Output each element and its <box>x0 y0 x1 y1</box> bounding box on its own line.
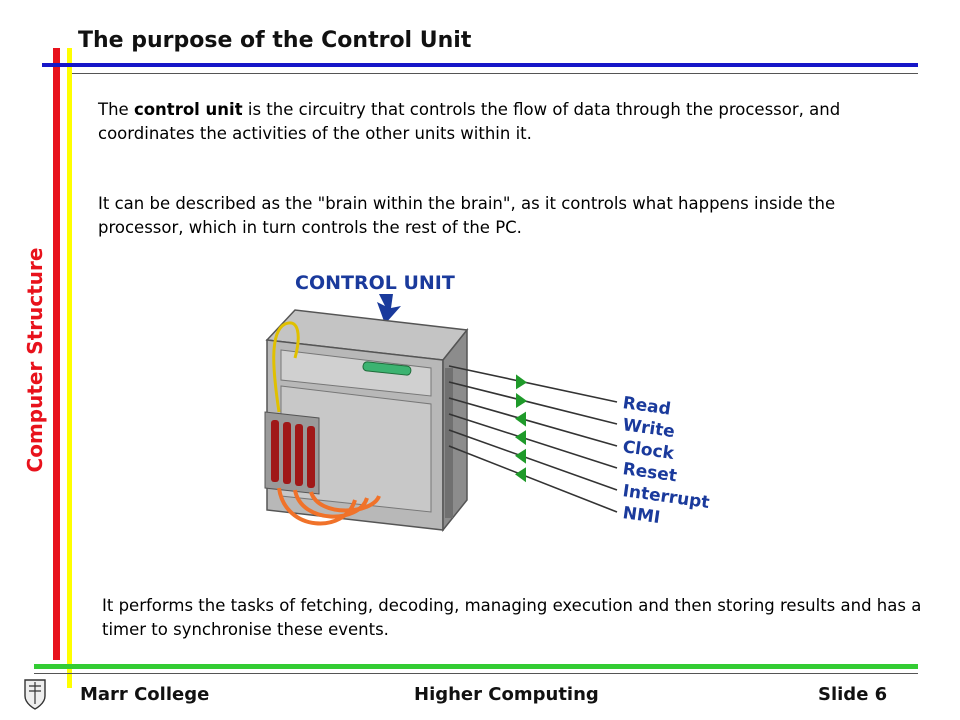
control-unit-diagram: CONTROL UNIT ReadWriteClockResetInterrup… <box>264 272 711 533</box>
signal-label: NMI <box>621 503 661 528</box>
left-yellow-bar <box>67 48 72 688</box>
indicator-light <box>362 361 412 376</box>
signal-arrow-icon <box>515 411 526 427</box>
header-thin-rule <box>72 73 918 74</box>
signal-arrow-icon <box>516 374 527 390</box>
signal-arrow-icon <box>516 393 527 408</box>
signal-line <box>448 397 618 447</box>
footer-course: Higher Computing <box>414 684 599 705</box>
header-blue-rule <box>42 63 918 67</box>
diagram-heading: CONTROL UNIT <box>295 272 455 294</box>
pointer-arrow-icon <box>377 294 401 324</box>
signal-line <box>448 445 618 513</box>
bold-term: control unit <box>133 100 243 119</box>
signal-arrow-icon <box>515 430 526 446</box>
paragraph-brain: It can be described as the "brain within… <box>98 194 836 237</box>
signal-line <box>448 429 618 491</box>
signal-arrow-icon <box>515 467 526 483</box>
paragraph-tasks: It performs the tasks of fetching, decod… <box>102 596 922 639</box>
footer-school: Marr College <box>80 684 210 705</box>
left-red-bar <box>53 48 60 660</box>
page-title: The purpose of the Control Unit <box>78 28 472 53</box>
side-section-label: Computer Structure <box>23 247 47 473</box>
marr-college-crest-icon <box>24 679 46 710</box>
footer-slide-number: Slide 6 <box>818 684 888 705</box>
footer-green-rule <box>34 664 918 669</box>
signal-line <box>448 413 618 469</box>
signal-line <box>448 381 618 425</box>
yellow-wire <box>272 321 300 413</box>
footer-thin-rule <box>34 673 918 674</box>
paragraph-intro: The control unit is the circuitry that c… <box>98 100 841 143</box>
signal-line <box>448 365 618 403</box>
signal-arrow-icon <box>515 448 526 464</box>
